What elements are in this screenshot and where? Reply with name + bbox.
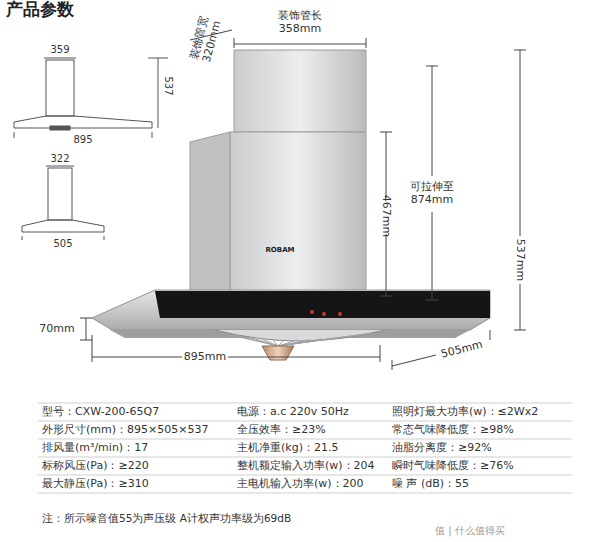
footnote: 注：所示噪音值55为声压级 A计权声功率级为69dB	[42, 512, 291, 524]
dimension-label: 可拉伸至 874mm	[402, 181, 462, 206]
table-cell: 主机净重(kg)：21.5	[237, 442, 338, 455]
table-cell: 主电机输入功率(w)：200	[237, 478, 364, 491]
table-cell: 型号：CXW-200-65Q7	[42, 406, 159, 419]
front-view-sketch	[14, 58, 168, 138]
dimension-label: 537	[162, 76, 174, 95]
fan-grille-line	[247, 337, 278, 347]
range-hood-drawing	[92, 50, 490, 360]
dimension-label: 装饰管宽 320mm	[187, 10, 226, 71]
dimension-label: 895	[73, 134, 92, 146]
dimension-label: 70mm	[39, 323, 74, 336]
table-cell: 标称风压(Pa)：≥220	[42, 460, 149, 473]
dimension-label: 537mm	[514, 239, 527, 281]
table-cell: 照明灯最大功率(w)：≤2Wx2	[392, 406, 538, 419]
dimension-label: 467mm	[380, 195, 393, 237]
page-title: 产品参数	[6, 0, 74, 20]
watermark: 值 | 什么值得买	[435, 525, 505, 537]
dimension-label: 895mm	[184, 351, 226, 364]
table-cell: 电源：a.c 220v 50Hz	[237, 406, 349, 419]
fan-grille-line	[222, 333, 278, 346]
dimension-label: 装饰管长 358mm	[270, 10, 330, 35]
fan-grille-line	[278, 333, 372, 346]
table-cell: 瞬时气味降低度：≥76%	[392, 460, 514, 473]
table-cell: 最大静压(Pa)：≥310	[42, 478, 149, 491]
table-cell: 整机额定输入功率(w)：204	[237, 460, 375, 473]
side-view-sketch	[22, 166, 104, 240]
fan-grille-line	[235, 335, 279, 346]
fan-grille-line	[272, 339, 278, 346]
table-cell: 噪 声 (dB)：55	[392, 478, 469, 491]
dimension-lines	[80, 30, 526, 370]
table-rules	[38, 403, 572, 493]
table-cell: 外形尺寸(mm)：895×505×537	[42, 424, 208, 437]
table-cell: 排风量(m³/min)：17	[42, 442, 148, 455]
table-cell: 油脂分离度：≥92%	[392, 442, 492, 455]
table-cell: 全压效率：≥23%	[237, 424, 326, 437]
dimension-label: 505	[53, 238, 72, 250]
fan-grille-line	[260, 338, 279, 346]
dimension-label: 359	[50, 44, 69, 56]
table-cell: 常态气味降低度：≥98%	[392, 424, 514, 437]
brand-logo: ROBAM	[265, 246, 294, 254]
dimension-label: 322	[50, 153, 69, 165]
dimension-label: 505mm	[440, 339, 484, 362]
